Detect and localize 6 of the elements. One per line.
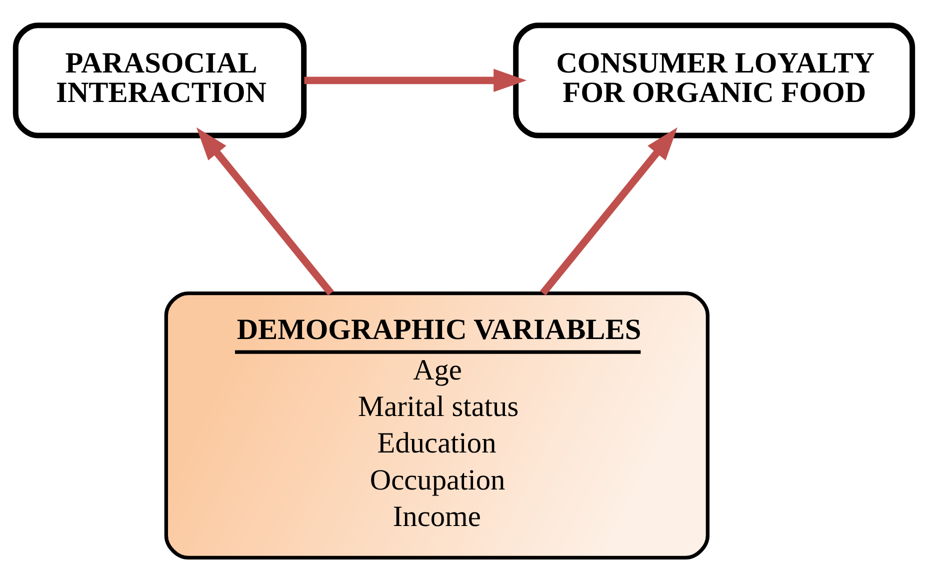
node-box: DEMOGRAPHIC VARIABLES Age Marital status Education Occupation Income: [164, 292, 710, 560]
node-box: CONSUMER LOYALTY FOR ORGANIC FOOD: [513, 22, 916, 138]
arrow: [304, 68, 527, 92]
arrow: [540, 127, 678, 296]
arrow: [196, 127, 334, 296]
node-box: PARASOCIAL INTERACTION: [12, 22, 307, 138]
